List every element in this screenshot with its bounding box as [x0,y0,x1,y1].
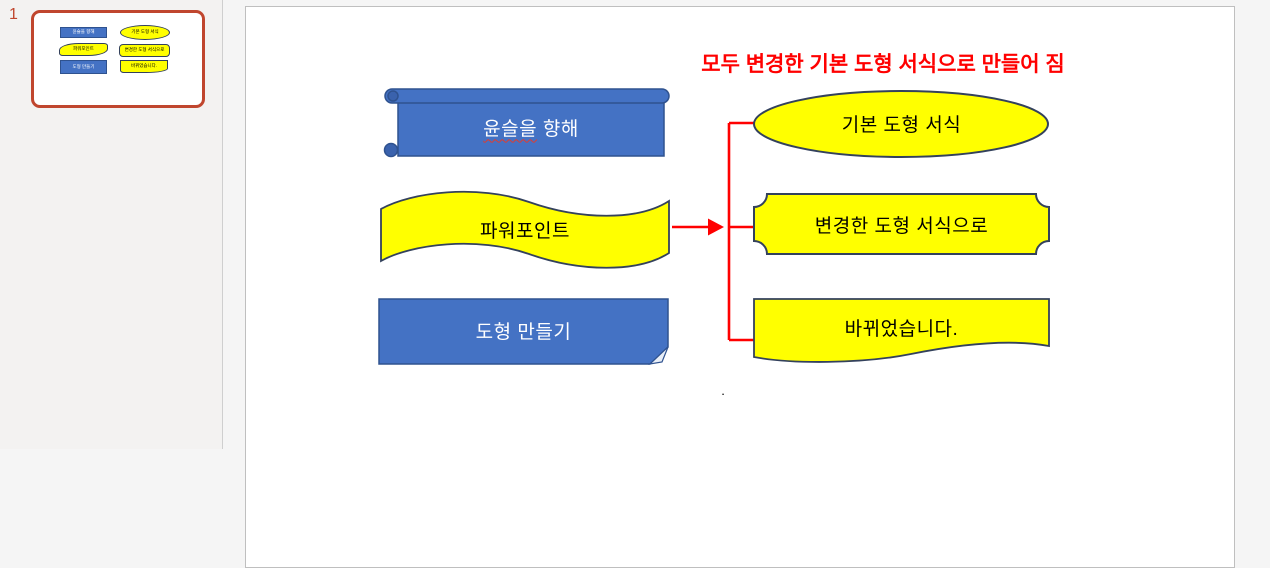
thumbnail-shape-document-label: 바뀌었습니다. [130,63,158,69]
editing-area: 모두 변경한 기본 도형 서식으로 만들어 짐 윤슬을 향해 파워포인트 도형 … [223,0,1270,568]
thumbnail-shape-folded-label: 도형 만들기 [72,63,95,69]
thumbnail-shape-plaque-label: 변경한 도형 서식으로 [124,47,165,53]
thumbnail-shape-scroll-label: 윤슬을 향해 [72,29,95,35]
slide-thumbnail[interactable]: 윤슬을 향해 기본 도형 서식 파워포인트 변경한 도형 서식으로 도형 만들기… [31,10,205,108]
stray-period-textbox[interactable]: . [721,382,725,398]
slide-shapes-layer [378,88,1050,365]
thumbnail-shape-wave-label: 파워포인트 [73,46,94,52]
thumbnail-shape-scroll: 윤슬을 향해 [60,27,107,38]
panel-divider [222,0,223,449]
shape-plaque[interactable] [753,193,1050,255]
slide-number: 1 [9,6,18,23]
shape-oval[interactable] [753,90,1049,158]
arrowhead [708,218,724,236]
slide-canvas[interactable]: 모두 변경한 기본 도형 서식으로 만들어 짐 윤슬을 향해 파워포인트 도형 … [245,6,1235,568]
thumbnail-shape-ellipse-label: 기본 도형 서식 [131,29,159,35]
shape-flowchart-document[interactable] [753,298,1050,363]
shape-wave[interactable] [380,190,670,269]
slide-thumbnail-panel: 1 윤슬을 향해 기본 도형 서식 파워포인트 변경한 도형 서식으로 도형 만… [0,0,222,449]
thumbnail-shape-wave: 파워포인트 [59,43,108,56]
thumbnail-shape-plaque: 변경한 도형 서식으로 [119,44,170,57]
thumbnail-shape-ellipse: 기본 도형 서식 [120,25,170,40]
shape-folded-corner[interactable] [378,298,669,365]
annotation-textbox[interactable]: 모두 변경한 기본 도형 서식으로 만들어 짐 [701,53,1065,76]
thumbnail-shape-document: 바뀌었습니다. [120,60,168,73]
red-connector[interactable] [672,121,757,342]
shape-horizontal-scroll[interactable] [383,88,670,158]
thumbnail-shape-folded: 도형 만들기 [60,60,107,74]
